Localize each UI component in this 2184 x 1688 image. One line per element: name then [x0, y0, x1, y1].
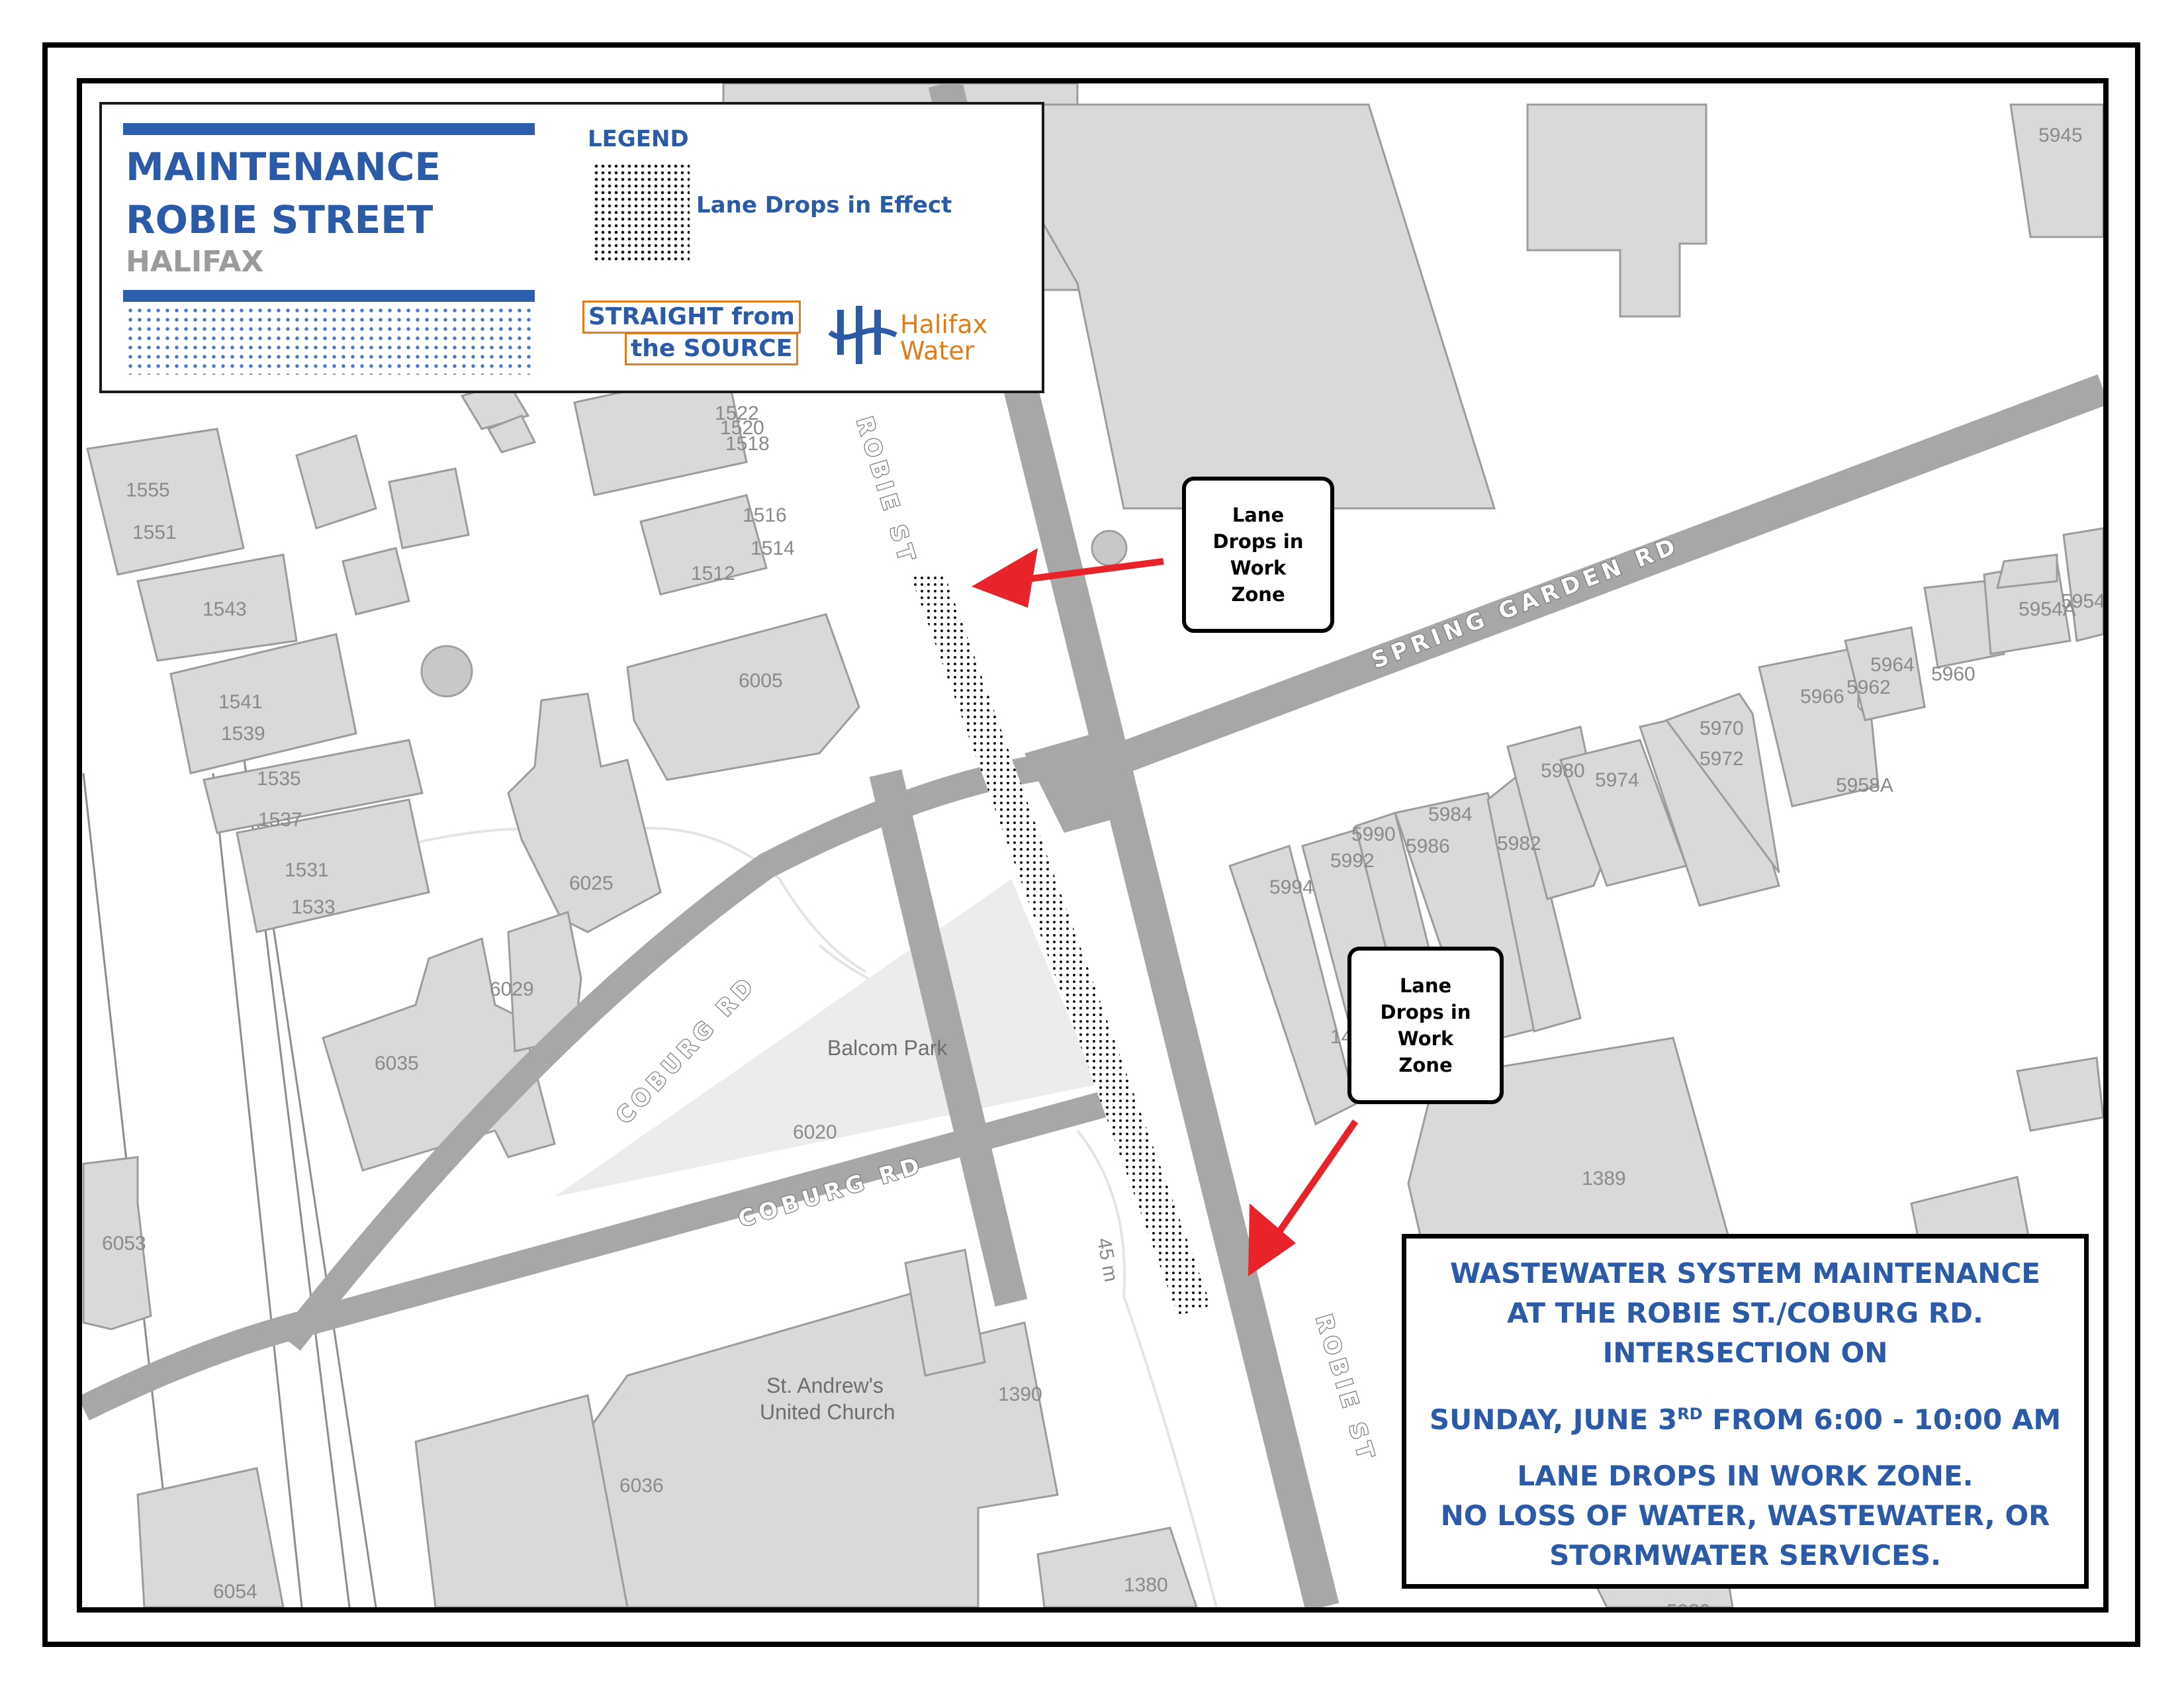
parcel-number: 5945 [2038, 124, 2083, 146]
balcom-park-area [555, 879, 1097, 1197]
notice-date: SUNDAY, JUNE 3RD FROM 6:00 - 10:00 AM [1406, 1395, 2084, 1439]
street-label-robie-north: ROBIE ST [850, 414, 921, 569]
notice-line-1: WASTEWATER SYSTEM MAINTENANCE [1450, 1257, 2040, 1289]
parcel-number: 1535 [257, 768, 301, 790]
parcel-number: 1390 [998, 1383, 1042, 1405]
parcel-number: 5974 [1595, 769, 1639, 791]
parcel-number: 5954A [2019, 598, 2076, 620]
parcel-number: 1533 [291, 896, 336, 918]
parcel-number: 6053 [102, 1233, 146, 1254]
org-line-2: Water [900, 336, 975, 365]
parcel-number: 6020 [793, 1121, 837, 1143]
parcel-numbers: 5945 1522 1520 1518 1516 1514 1512 1555 … [102, 124, 2103, 1607]
notice-date-suffix: FROM 6:00 - 10:00 AM [1702, 1403, 2062, 1436]
callout-arrows [972, 548, 1359, 1276]
callout-work-zone-north: Lane Drops in Work Zone [1182, 477, 1334, 633]
page-border [42, 42, 2140, 1647]
tree-icon [1091, 530, 1128, 567]
parcel-number: 5964 [1870, 654, 1915, 676]
parcel-number: 1539 [221, 723, 265, 745]
notice-date-prefix: SUNDAY, JUNE 3 [1429, 1403, 1678, 1436]
notice-line-5: LANE DROPS IN WORK ZONE. [1517, 1460, 1974, 1492]
parcel-number: 5958A [1836, 774, 1893, 796]
parcel-number: 6029 [490, 978, 534, 1000]
parcel-number: 6005 [739, 670, 783, 692]
intersection [1024, 727, 1137, 833]
parcel-number: 5992 [1330, 850, 1375, 872]
maintenance-notice: WASTEWATER SYSTEM MAINTENANCE AT THE ROB… [1402, 1234, 2089, 1589]
parcel-number: 1520 [720, 417, 764, 439]
title-rule-top [123, 123, 535, 135]
title-line-2: ROBIE STREET [126, 197, 433, 242]
notice-date-ordinal: RD [1677, 1405, 1703, 1423]
legend-swatch-lane-drops [593, 163, 690, 261]
parcel-number: 5972 [1700, 748, 1744, 770]
parcel-number: 1551 [132, 522, 177, 543]
notice-line-3: INTERSECTION ON [1602, 1336, 1888, 1369]
elevation-label: 45 m [1093, 1236, 1122, 1283]
org-line-1: Halifax [900, 310, 988, 339]
parcel-number: 5954 [2061, 590, 2103, 612]
title-rule-bottom [123, 290, 535, 302]
parcel-number: 5984 [1428, 804, 1473, 825]
parcel-number: 1541 [218, 691, 263, 713]
halifax-water-logo-icon [828, 306, 897, 364]
parcel-number: 5970 [1700, 718, 1744, 739]
parcel-number: 1518 [725, 433, 770, 455]
slogan-line-2: the SOURCE [625, 332, 799, 365]
parcel-number: 6036 [619, 1475, 664, 1497]
parcel-number: 1514 [751, 538, 795, 559]
title-line-1: MAINTENANCE [126, 144, 441, 189]
parcel-number: 1380 [1124, 1574, 1168, 1596]
church-label-line2: United Church [760, 1400, 895, 1424]
parcel-number: 1512 [691, 563, 735, 585]
parcel-number: 5994 [1269, 876, 1314, 898]
parcel-number: 1389 [1582, 1168, 1626, 1190]
callout-text: Lane Drops in Work Zone [1380, 974, 1471, 1076]
parcel-number: 5990 [1351, 823, 1396, 845]
parcel-number: 1531 [285, 859, 329, 881]
parcel-number: 1543 [203, 598, 247, 620]
park-label: Balcom Park [827, 1036, 948, 1060]
parcel-number: 6054 [213, 1581, 257, 1603]
callout-work-zone-south: Lane Drops in Work Zone [1347, 947, 1504, 1104]
notice-line-2: AT THE ROBIE ST./COBURG RD. [1507, 1297, 1983, 1329]
street-label-spring-garden: SPRING GARDEN RD [1368, 532, 1683, 675]
parcel-number: 5982 [1497, 833, 1541, 855]
church-label-line1: St. Andrew's [766, 1374, 884, 1397]
legend-label-lane-drops: Lane Drops in Effect [696, 192, 952, 218]
title-location: HALIFAX [126, 245, 264, 279]
title-legend-panel: MAINTENANCE ROBIE STREET HALIFAX LEGEND … [99, 102, 1044, 393]
halifax-water-wordmark: Halifax Water [900, 311, 987, 364]
callout-text: Lane Drops in Work Zone [1212, 504, 1304, 606]
parcel-number: 1516 [743, 504, 787, 526]
notice-line-6: NO LOSS OF WATER, WASTEWATER, OR [1440, 1499, 2050, 1532]
parcel-number: 1522 [715, 402, 759, 424]
slogan-line-1: STRAIGHT from [582, 301, 801, 334]
legend-heading: LEGEND [588, 126, 689, 152]
parcel-number: 6035 [375, 1053, 419, 1074]
title-dot-pattern [126, 306, 535, 375]
parcel-number: 5986 [1406, 835, 1450, 857]
street-label-robie-south: ROBIE ST [1310, 1311, 1380, 1466]
parcel-number: 5962 [1846, 677, 1891, 698]
parcel-number: 5989 [1666, 1601, 1711, 1607]
work-zone-lane-drop-hatch [911, 576, 1211, 1316]
parcel-number: 5980 [1541, 760, 1585, 782]
tree-icon [420, 645, 473, 698]
parcel-number: 5960 [1931, 663, 1976, 685]
parcel-number: 1537 [258, 809, 302, 831]
parcel-number: 5966 [1800, 686, 1844, 708]
parcel-number: 1555 [126, 479, 170, 501]
parcel-number: 6025 [569, 872, 614, 894]
notice-line-7: STORMWATER SERVICES. [1549, 1539, 1941, 1571]
slogan-logo: STRAIGHT from the SOURCE [582, 301, 801, 365]
